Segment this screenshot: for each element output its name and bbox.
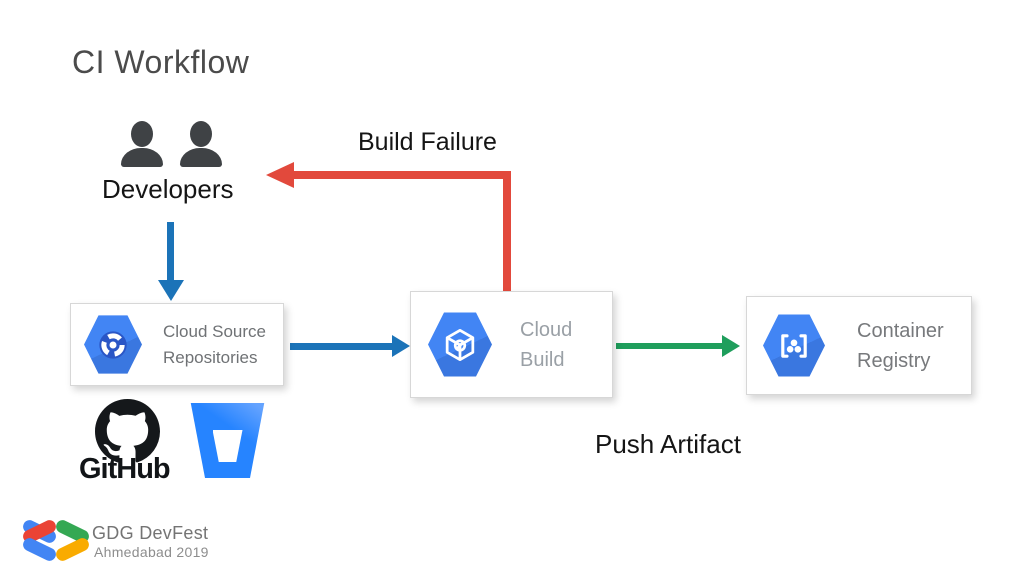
cloud-source-repositories-icon xyxy=(84,315,142,374)
developer-person-icon xyxy=(180,121,222,167)
build-cube-glyph xyxy=(445,328,475,361)
person-torso xyxy=(121,148,163,167)
person-torso xyxy=(180,148,222,167)
build-failure-arrow-vertical xyxy=(503,171,511,291)
push-artifact-arrow-shaft xyxy=(616,343,723,349)
label-line-1: Container xyxy=(857,319,944,342)
build-failure-arrow-head xyxy=(266,162,294,188)
gdg-devfest-title: GDG DevFest xyxy=(92,523,209,543)
gdg-chevron-yellow xyxy=(53,535,92,564)
push-artifact-arrow-head xyxy=(722,335,740,357)
container-registry-icon xyxy=(763,314,825,377)
push-artifact-label: Push Artifact xyxy=(595,429,741,459)
node-cloud-build: Cloud Build xyxy=(410,291,613,398)
trigger-arrow-shaft xyxy=(290,343,393,350)
build-failure-label: Build Failure xyxy=(358,128,497,156)
label-line-2: Build xyxy=(520,348,565,371)
cloud-source-repositories-label: Cloud Source Repositories xyxy=(163,319,266,371)
container-registry-label: Container Registry xyxy=(857,316,944,376)
bitbucket-pail-shape xyxy=(212,430,243,463)
github-octocat-icon xyxy=(95,399,160,463)
node-container-registry: Container Registry xyxy=(746,296,972,395)
gdg-devfest-logo xyxy=(20,517,92,564)
registry-brackets-glyph xyxy=(781,333,807,358)
label-line-2: Repositories xyxy=(163,347,258,367)
cloud-build-label: Cloud Build xyxy=(520,315,572,375)
commit-arrow-shaft xyxy=(167,222,174,282)
label-line-2: Registry xyxy=(857,349,931,372)
build-failure-arrow-horizontal xyxy=(292,171,511,179)
slide-title: CI Workflow xyxy=(72,44,250,80)
commit-arrow-head xyxy=(158,280,184,301)
bitbucket-icon xyxy=(190,403,265,478)
trigger-arrow-head xyxy=(392,335,410,357)
node-cloud-source-repositories: Cloud Source Repositories xyxy=(70,303,284,386)
developers-label: Developers xyxy=(102,174,234,204)
gdg-devfest-subtitle: Ahmedabad 2019 xyxy=(94,544,209,560)
developer-person-icon xyxy=(121,121,163,167)
person-head xyxy=(190,121,212,147)
label-line-1: Cloud Source xyxy=(163,321,267,341)
source-repo-pinwheel-glyph xyxy=(99,330,127,359)
label-line-1: Cloud xyxy=(520,318,573,341)
person-head xyxy=(131,121,153,147)
github-wordmark: GitHub xyxy=(79,453,171,485)
cloud-build-icon xyxy=(428,312,492,377)
